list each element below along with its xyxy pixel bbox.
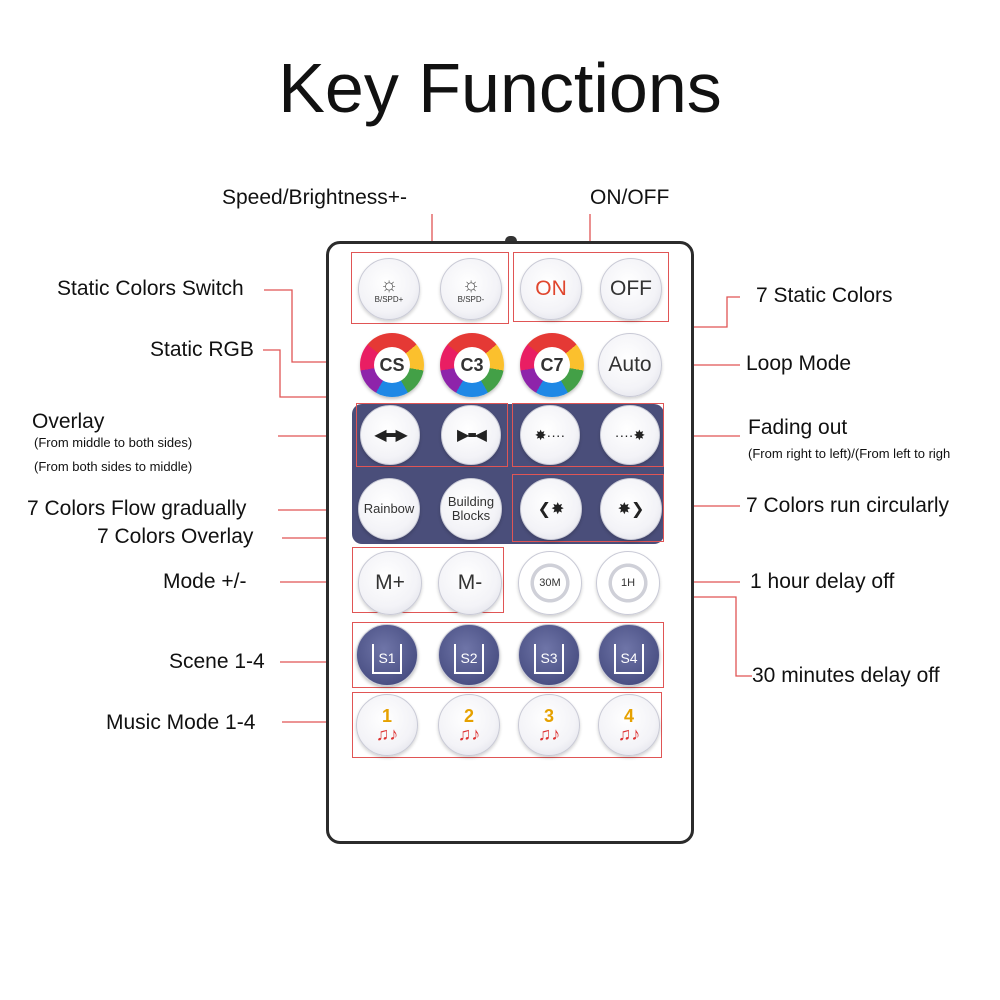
- house-icon: S1: [372, 644, 402, 674]
- timer-30m-button[interactable]: 30M: [518, 551, 582, 615]
- timer-1h-label: 1H: [620, 577, 636, 589]
- building-blocks-label: Building Blocks: [447, 494, 495, 523]
- c3-label: C3: [454, 347, 490, 383]
- box-fading: [512, 403, 664, 467]
- music-1-label: 1: [381, 706, 392, 726]
- fade-left-icon: ✸····: [534, 426, 566, 443]
- remote-top-nub: [505, 236, 517, 243]
- box-music: [352, 692, 662, 758]
- music-2-button[interactable]: 2 ♫♪: [438, 694, 500, 756]
- label-static-colors-switch: Static Colors Switch: [57, 277, 244, 300]
- scene-4-label: S4: [620, 650, 638, 666]
- music-3-button[interactable]: 3 ♫♪: [518, 694, 580, 756]
- on-label: ON: [535, 277, 567, 300]
- timer-30m-label: 30M: [539, 577, 561, 589]
- building-blocks-button[interactable]: Building Blocks: [440, 478, 502, 540]
- timer-1h-button[interactable]: 1H: [596, 551, 660, 615]
- music-3-label: 3: [543, 706, 554, 726]
- house-icon: S4: [614, 644, 644, 674]
- run-left-button[interactable]: ❮✸: [520, 478, 582, 540]
- box-mode: [352, 547, 504, 613]
- music-note-icon: ♫♪: [375, 724, 399, 744]
- label-one-hour: 1 hour delay off: [750, 570, 895, 593]
- on-button[interactable]: ON: [520, 258, 582, 320]
- label-overlay-sub1: (From middle to both sides): [34, 435, 193, 450]
- scene-3-button[interactable]: S3: [518, 624, 580, 686]
- brightness-minus-button[interactable]: ☼ B/SPD-: [440, 258, 502, 320]
- overlay-in-button[interactable]: ▶▪▪◀: [441, 405, 501, 465]
- cs-label: CS: [374, 347, 410, 383]
- scene-1-label: S1: [378, 650, 396, 666]
- fade-right-button[interactable]: ····✸: [600, 405, 660, 465]
- rainbow-label: Rainbow: [363, 501, 415, 516]
- mode-plus-label: M+: [375, 571, 405, 594]
- scene-1-button[interactable]: S1: [356, 624, 418, 686]
- label-fading-out: Fading out: [748, 416, 848, 439]
- auto-button[interactable]: Auto: [598, 333, 662, 397]
- off-button[interactable]: OFF: [600, 258, 662, 320]
- music-1-button[interactable]: 1 ♫♪: [356, 694, 418, 756]
- house-icon: S2: [454, 644, 484, 674]
- label-speed-brightness: Speed/Brightness+-: [222, 186, 408, 209]
- music-4-button[interactable]: 4 ♫♪: [598, 694, 660, 756]
- mode-plus-button[interactable]: M+: [358, 551, 422, 615]
- overlay-out-button[interactable]: ◀▪▪▪▶: [360, 405, 420, 465]
- box-run-circularly: [512, 474, 664, 542]
- label-thirty-min: 30 minutes delay off: [752, 664, 940, 687]
- house-icon: S3: [534, 644, 564, 674]
- box-overlay: [356, 403, 508, 467]
- music-note-icon: ♫♪: [457, 724, 481, 744]
- label-overlay: Overlay: [32, 410, 105, 433]
- scene-2-button[interactable]: S2: [438, 624, 500, 686]
- label-seven-static-colors: 7 Static Colors: [756, 284, 893, 307]
- label-music-mode: Music Mode 1-4: [106, 711, 256, 734]
- auto-label: Auto: [608, 353, 652, 376]
- box-speed-brightness: [351, 252, 509, 324]
- c3-button[interactable]: C3: [440, 333, 504, 397]
- music-4-label: 4: [623, 706, 634, 726]
- scene-3-label: S3: [540, 650, 558, 666]
- page-title: Key Functions: [278, 49, 722, 127]
- brightness-plus-label: B/SPD+: [374, 294, 404, 304]
- box-scene: [352, 622, 664, 688]
- music-note-icon: ♫♪: [617, 724, 641, 744]
- label-mode: Mode +/-: [163, 570, 247, 593]
- scene-2-label: S2: [460, 650, 478, 666]
- rainbow-button[interactable]: Rainbow: [358, 478, 420, 540]
- scene-4-button[interactable]: S4: [598, 624, 660, 686]
- label-static-rgb: Static RGB: [150, 338, 254, 361]
- run-right-button[interactable]: ✸❯: [600, 478, 662, 540]
- music-note-icon: ♫♪: [537, 724, 561, 744]
- c7-label: C7: [534, 347, 570, 383]
- sun-icon: ☼: [379, 273, 399, 296]
- label-flow-gradually: 7 Colors Flow gradually: [27, 497, 247, 520]
- mode-minus-button[interactable]: M-: [438, 551, 502, 615]
- box-on-off: [513, 252, 669, 322]
- brightness-minus-label: B/SPD-: [457, 294, 485, 304]
- label-on-off: ON/OFF: [590, 186, 670, 209]
- cs-button[interactable]: CS: [360, 333, 424, 397]
- label-seven-overlay: 7 Colors Overlay: [97, 525, 254, 548]
- fade-left-button[interactable]: ✸····: [520, 405, 580, 465]
- label-fading-out-sub: (From right to left)/(From left to righ: [748, 446, 951, 461]
- mode-minus-label: M-: [457, 571, 483, 594]
- arrows-in-icon: ▶▪▪◀: [457, 427, 487, 444]
- fade-right-icon: ····✸: [614, 426, 646, 443]
- run-left-icon: ❮✸: [537, 501, 565, 518]
- sun-icon: ☼: [461, 273, 481, 296]
- arrows-out-icon: ◀▪▪▪▶: [374, 427, 408, 444]
- label-run-circularly: 7 Colors run circularly: [746, 494, 950, 517]
- off-label: OFF: [610, 277, 652, 300]
- brightness-plus-button[interactable]: ☼ B/SPD+: [358, 258, 420, 320]
- label-scene: Scene 1-4: [169, 650, 265, 673]
- label-loop-mode: Loop Mode: [746, 352, 852, 375]
- run-right-icon: ✸❯: [617, 501, 645, 518]
- label-overlay-sub2: (From both sides to middle): [34, 459, 193, 474]
- music-2-label: 2: [463, 706, 474, 726]
- c7-button[interactable]: C7: [520, 333, 584, 397]
